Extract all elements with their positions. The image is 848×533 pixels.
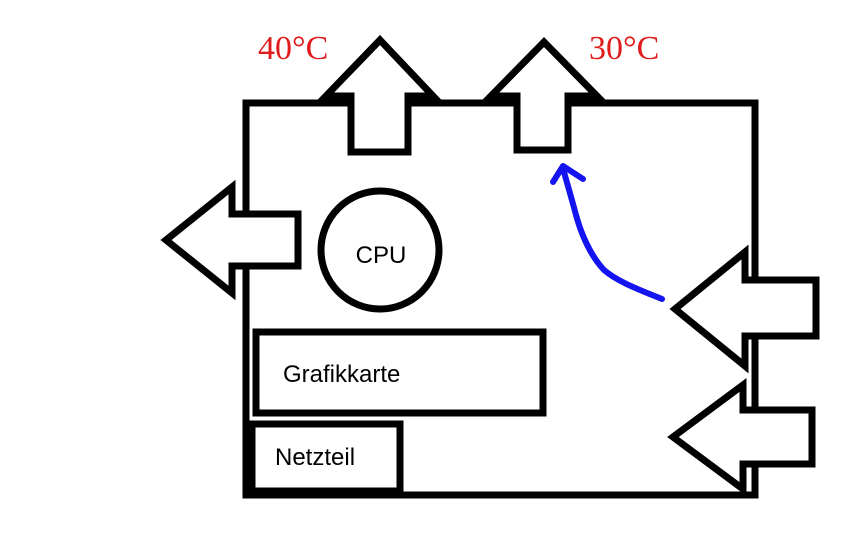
gpu-label: Grafikkarte — [283, 361, 400, 388]
left-exhaust-arrow — [160, 179, 302, 301]
psu-label: Netzteil — [275, 444, 355, 471]
graphics-card — [252, 328, 547, 417]
left-exhaust-temperature: 40°C — [258, 30, 328, 67]
right-intake-arrow-upper — [669, 244, 820, 374]
airflow-curve — [561, 169, 665, 302]
top-right-exhaust-arrow — [482, 37, 606, 154]
cpu-cooler — [317, 187, 443, 313]
top-left-exhaust-arrow — [317, 34, 442, 156]
right-exhaust-temperature: 30°C — [589, 30, 659, 67]
right-intake-arrow-lower — [667, 378, 816, 496]
airflow-arrowhead — [550, 163, 586, 185]
power-supply — [248, 420, 404, 495]
cpu-label: CPU — [356, 242, 407, 269]
